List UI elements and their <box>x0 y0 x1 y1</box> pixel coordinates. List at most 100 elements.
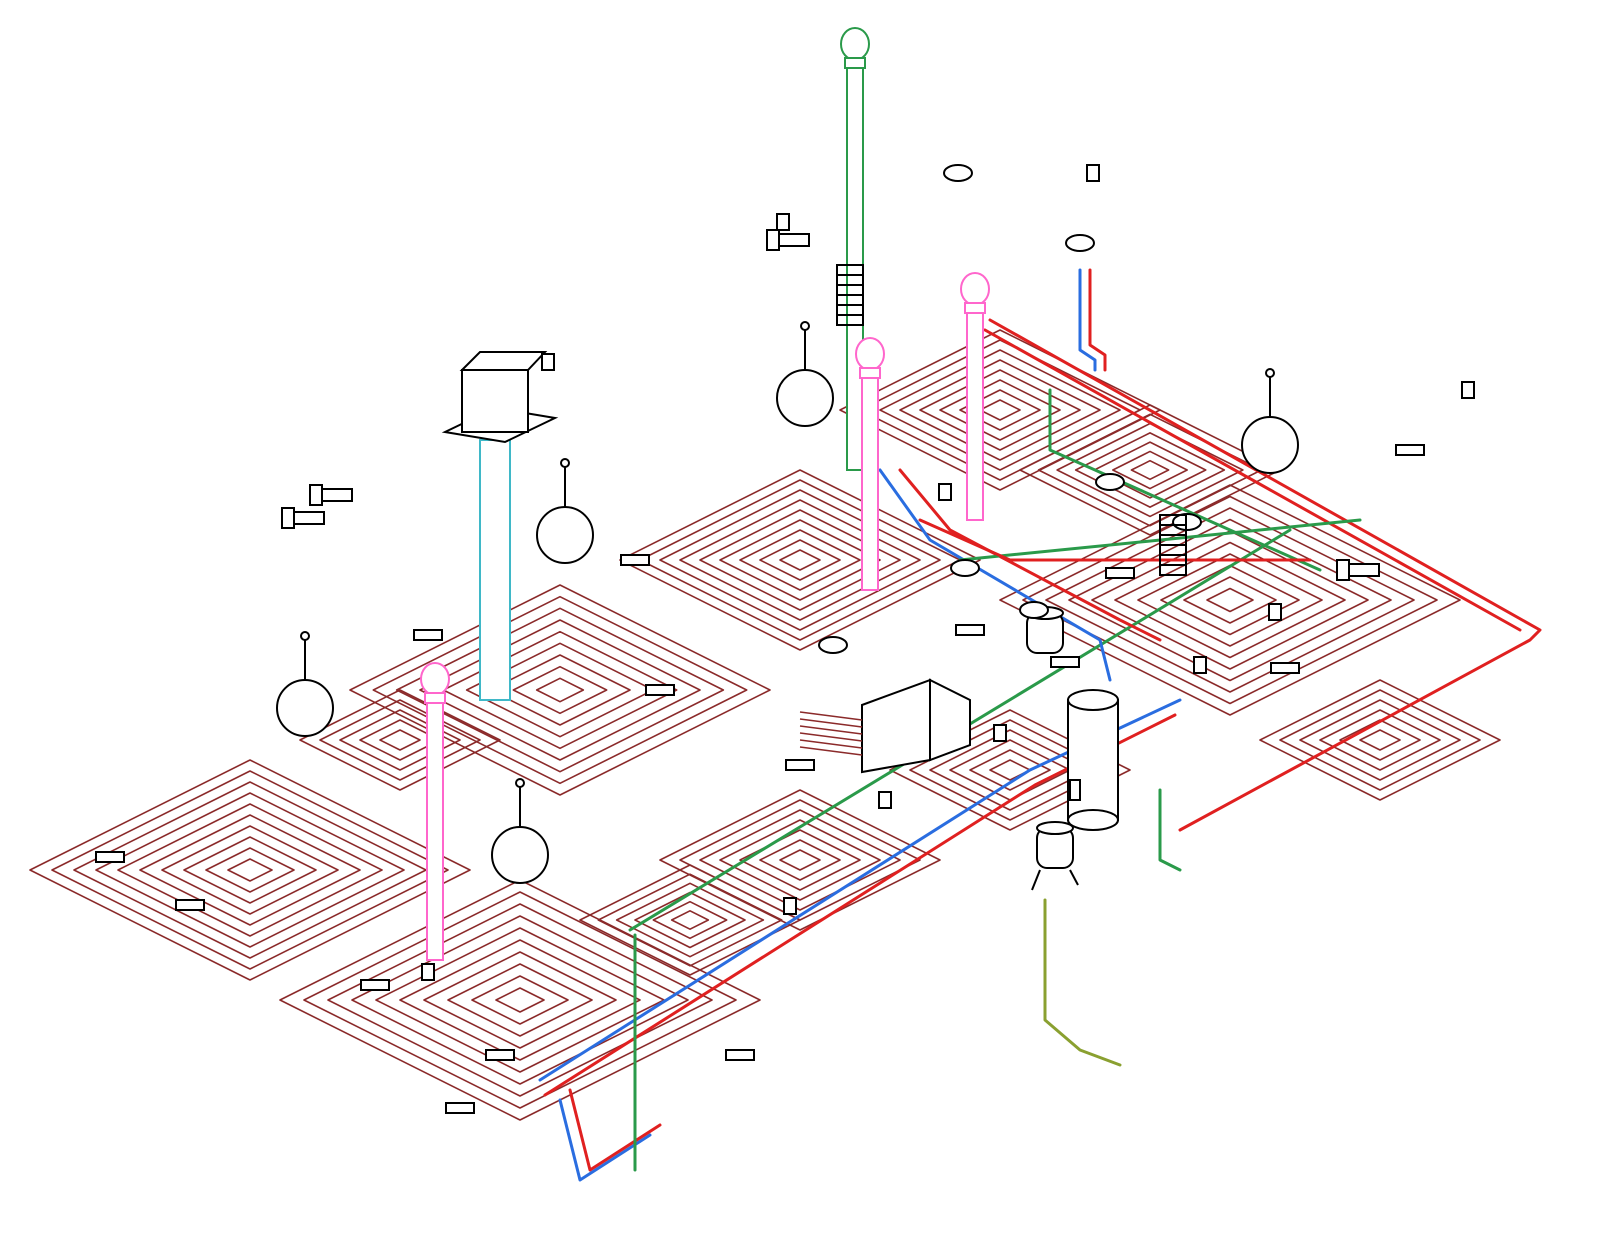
heating-loop-ring <box>719 519 881 601</box>
heating-loop-ring <box>879 349 1121 471</box>
heating-loop-ring <box>579 864 801 976</box>
outlet-housing <box>1050 656 1080 668</box>
stack-pipe <box>426 694 444 961</box>
heating-loop-ring <box>639 479 961 641</box>
heating-zone-top-center <box>839 329 1161 491</box>
heating-loop-ring <box>29 759 471 981</box>
heating-loop-ring <box>1319 709 1441 771</box>
vent-cap-icon <box>960 272 990 306</box>
heating-loop-ring <box>351 915 689 1085</box>
socket-icon <box>878 791 892 809</box>
wall-light-icon <box>1336 559 1380 581</box>
outlet-block-icon <box>413 629 443 641</box>
heating-loop-ring <box>139 814 361 926</box>
stack-collar <box>424 692 446 704</box>
heating-loop-ring <box>949 739 1071 801</box>
return-main-run <box>538 698 1182 1082</box>
manifold-connector <box>799 725 863 735</box>
stack-collar <box>964 302 986 314</box>
pendant-lamp-icon <box>1241 416 1299 474</box>
return-loop-bottom <box>558 1098 652 1182</box>
expansion-vessel-lower <box>1036 821 1074 869</box>
supply-loop-bottom <box>568 1088 662 1172</box>
heating-loop-ring <box>1160 564 1300 636</box>
wall-light-bracket <box>281 507 295 529</box>
heating-loop-ring <box>339 709 461 771</box>
wall-light-icon <box>281 507 325 529</box>
lamp-mount <box>1265 368 1275 378</box>
heating-loop-ring <box>1279 689 1481 791</box>
outlet-housing <box>175 899 205 911</box>
outlet-block-icon <box>620 554 650 566</box>
heating-loop-ring <box>839 329 1161 491</box>
manifold-connector <box>799 746 863 756</box>
heating-zone-lower-mid <box>579 864 801 976</box>
towel-radiator-1 <box>836 264 864 326</box>
manifold-connector <box>799 732 863 742</box>
lamp-mount <box>300 631 310 641</box>
heating-loop-ring <box>679 799 921 921</box>
pendant-lamp-icon <box>276 679 334 737</box>
socket-icon <box>938 483 952 501</box>
pendant-lamp-3 <box>276 631 334 737</box>
ceiling-light-icon <box>943 164 973 182</box>
heating-loop-ring <box>442 630 678 750</box>
socket-icon <box>421 963 435 981</box>
manifold-door <box>929 678 971 762</box>
ceiling-light-icon <box>1095 473 1125 491</box>
heating-zone-lower-center <box>659 789 941 931</box>
outlet-housing <box>955 624 985 636</box>
heating-loop-ring <box>659 789 941 931</box>
heating-loop-ring <box>652 900 728 940</box>
return-branch-center <box>878 468 1112 682</box>
heating-loop-ring <box>670 910 710 930</box>
heating-loop-ring <box>959 389 1041 431</box>
pendant-lamp-5 <box>1241 368 1299 474</box>
supply-main-run <box>543 713 1177 1097</box>
heating-loop-ring <box>699 509 901 611</box>
heating-loop-ring <box>739 529 861 591</box>
supply-riser-top <box>1088 268 1107 372</box>
boiler-bottom <box>1067 809 1119 831</box>
heating-loop-ring <box>1045 507 1415 693</box>
heating-loop-ring <box>1259 679 1501 801</box>
socket-icon <box>1268 603 1282 621</box>
heating-loop-ring <box>379 729 421 751</box>
heating-loop-ring <box>1068 518 1392 682</box>
heating-loop-ring <box>699 809 901 911</box>
heating-loop-ring <box>679 499 921 621</box>
socket-icon <box>776 213 790 231</box>
lamp-mount <box>800 321 810 331</box>
wall-light-tube <box>778 233 810 247</box>
heating-zone-left <box>29 759 471 981</box>
socket-icon <box>993 724 1007 742</box>
heating-loop-ring <box>1206 587 1254 613</box>
heating-zone-bottom-left <box>279 879 761 1121</box>
heating-loop-ring <box>1074 432 1226 508</box>
outlet-block-icon <box>955 624 985 636</box>
manifold-front <box>861 678 931 774</box>
heating-loop-ring <box>299 689 501 791</box>
unit-top <box>459 351 548 371</box>
heating-loop-ring <box>939 379 1061 441</box>
wall-light-icon <box>766 229 810 251</box>
heating-loop-ring <box>227 858 273 882</box>
boiler <box>1067 689 1119 831</box>
outlet-housing <box>445 1102 475 1114</box>
supply-branch-cross <box>918 518 1312 562</box>
pendant-lamp-2 <box>536 458 594 564</box>
heating-loop-ring <box>1339 719 1421 761</box>
heating-zone-center <box>619 469 981 651</box>
socket-icon <box>1086 164 1100 182</box>
heating-loop-ring <box>659 489 941 631</box>
heating-zone-far-right <box>1259 679 1501 801</box>
wall-light-bracket <box>309 484 323 506</box>
outlet-block-icon <box>1050 656 1080 668</box>
heating-zone-small-left <box>299 689 501 791</box>
outlet-block-icon <box>175 899 205 911</box>
heating-loop-ring <box>739 829 861 891</box>
roof-ventilation-unit <box>441 351 559 444</box>
heating-loop-ring <box>615 882 765 958</box>
heating-loop-ring <box>1299 699 1461 781</box>
heating-loop-ring <box>634 891 746 949</box>
